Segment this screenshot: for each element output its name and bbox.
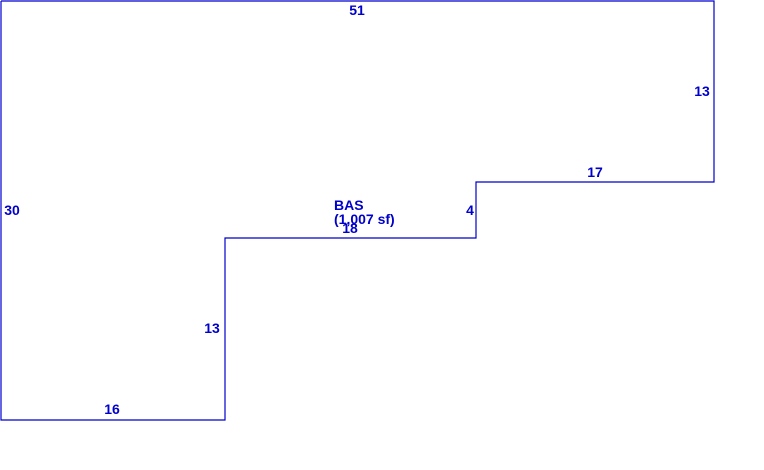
dimension-left: 30: [4, 202, 20, 218]
dimension-top: 51: [349, 2, 365, 18]
dimension-step-upper: 17: [587, 164, 603, 180]
area-code-label: BAS: [334, 197, 364, 213]
dimension-right: 13: [694, 83, 710, 99]
area-size-label: (1,007 sf): [334, 211, 395, 227]
dimension-step-riser: 4: [466, 202, 474, 218]
dimension-step-lower-riser: 13: [204, 320, 220, 336]
dimension-bottom: 16: [104, 401, 120, 417]
building-outline: [0, 0, 715, 421]
dimension-step-middle: 18: [342, 220, 358, 236]
